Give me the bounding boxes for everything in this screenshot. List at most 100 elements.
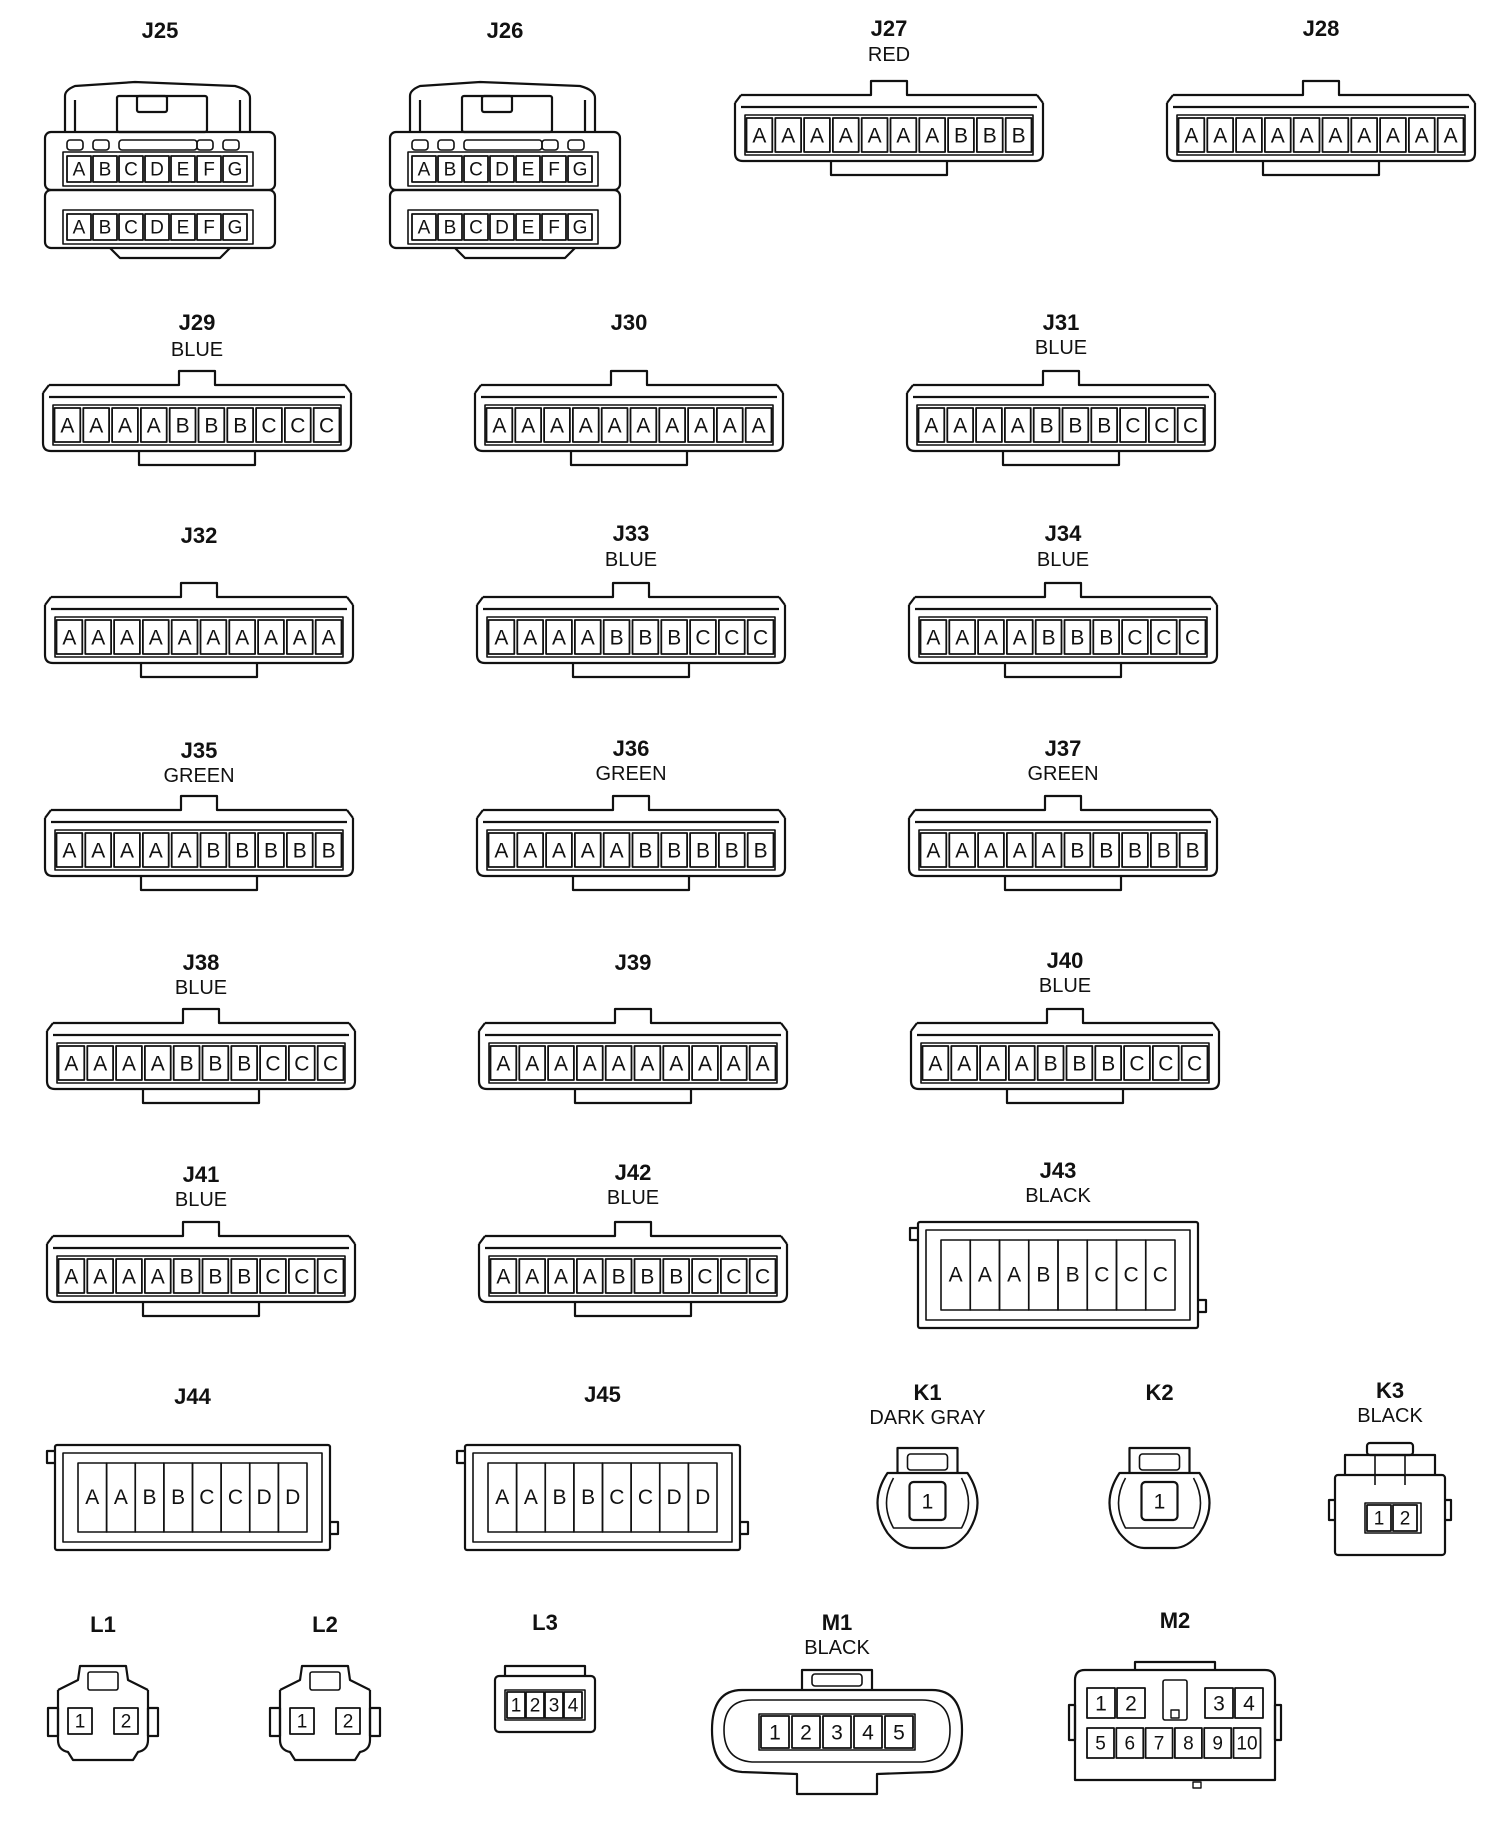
pin-label: A bbox=[926, 627, 940, 650]
connector-label: J28 bbox=[1303, 16, 1340, 41]
pin-cavity bbox=[1034, 619, 1063, 655]
pin-label: 1 bbox=[922, 1491, 934, 1514]
pin-cavity bbox=[600, 407, 629, 443]
pin-cavity bbox=[143, 1258, 172, 1294]
connector-color: BLACK bbox=[1025, 1185, 1091, 1207]
pin-label: C bbox=[469, 160, 483, 181]
pin-label: B bbox=[1101, 1053, 1115, 1076]
pin-cavity bbox=[746, 619, 775, 655]
pin-cavity bbox=[82, 407, 111, 443]
pin-label: D bbox=[150, 160, 164, 181]
pin-label: B bbox=[237, 1053, 251, 1076]
pin-label: C bbox=[1185, 627, 1200, 650]
pin-cavity bbox=[144, 155, 170, 183]
pin-cavity bbox=[487, 619, 516, 655]
pin-cavity bbox=[516, 832, 544, 868]
pin-label: D bbox=[495, 218, 509, 239]
pin-label: 4 bbox=[568, 1696, 579, 1717]
pin-label: A bbox=[552, 840, 566, 863]
bottom-key bbox=[829, 161, 949, 177]
pin-cavity bbox=[1121, 832, 1149, 868]
pin-cavity bbox=[230, 1258, 259, 1294]
pin-label: B bbox=[1157, 840, 1171, 863]
pin-label: A bbox=[694, 415, 708, 438]
housing-outline bbox=[278, 1690, 372, 1762]
pin-label: B bbox=[696, 840, 710, 863]
pin-cavity bbox=[803, 117, 831, 153]
pin-frame bbox=[407, 209, 599, 245]
bottom-key bbox=[569, 451, 689, 467]
pin-label: B bbox=[1042, 627, 1056, 650]
pin-cavity bbox=[975, 407, 1003, 443]
pin-cavity bbox=[1032, 407, 1061, 443]
round-housing bbox=[876, 1471, 979, 1550]
pin-label: A bbox=[1213, 125, 1227, 148]
pin-label: B bbox=[180, 1266, 194, 1289]
pin-label: A bbox=[1242, 125, 1256, 148]
connector-label: J43 bbox=[1040, 1158, 1077, 1183]
pin-cavity bbox=[515, 213, 541, 241]
pin-label: C bbox=[199, 1486, 214, 1509]
pin-label: 1 bbox=[1154, 1491, 1166, 1514]
key-slot bbox=[196, 139, 214, 151]
pin-frame bbox=[918, 829, 1208, 871]
pin-label: C bbox=[294, 1266, 309, 1289]
pin-label: A bbox=[583, 1266, 597, 1289]
connector-color: BLACK bbox=[804, 1637, 870, 1659]
pin-label: B bbox=[171, 1486, 185, 1509]
pin-label: 2 bbox=[121, 1712, 132, 1733]
pin-label: A bbox=[1386, 125, 1400, 148]
lock-tab bbox=[906, 1453, 949, 1471]
terminal-cavity bbox=[908, 1480, 947, 1522]
pin-cavity bbox=[257, 619, 285, 655]
pin-label: B bbox=[1066, 1264, 1080, 1287]
pin-label: A bbox=[581, 840, 595, 863]
pin-label: A bbox=[1042, 840, 1056, 863]
pin-cavity bbox=[113, 619, 141, 655]
pin-label: 9 bbox=[1212, 1734, 1223, 1755]
pin-label: A bbox=[1300, 125, 1314, 148]
pin-label: C bbox=[265, 1266, 280, 1289]
pin-frame bbox=[504, 1689, 586, 1721]
side-latch bbox=[908, 1226, 918, 1242]
pin-label: A bbox=[727, 1053, 741, 1076]
pin-label: A bbox=[579, 415, 593, 438]
pin-cavity bbox=[168, 407, 197, 443]
pin-cavity bbox=[1177, 117, 1206, 153]
housing-outline bbox=[45, 1031, 357, 1091]
locking-tab bbox=[53, 1007, 349, 1025]
pin-cavity bbox=[660, 832, 688, 868]
pin-label: A bbox=[1013, 840, 1027, 863]
inner-frame bbox=[62, 1452, 323, 1543]
top-hood bbox=[408, 80, 597, 132]
pin-cavity bbox=[1150, 832, 1178, 868]
pin-cavity bbox=[57, 1045, 86, 1081]
side-latch bbox=[146, 1706, 160, 1738]
pin-label: A bbox=[73, 160, 86, 181]
connector-label: J44 bbox=[174, 1384, 211, 1409]
pin-label: A bbox=[781, 125, 795, 148]
pin-cavity bbox=[574, 832, 602, 868]
pin-cavity bbox=[977, 619, 1005, 655]
pin-label: C bbox=[1125, 415, 1140, 438]
pin-cavity bbox=[716, 407, 744, 443]
lock-tab bbox=[309, 1671, 341, 1691]
pin-label: 1 bbox=[511, 1696, 522, 1717]
pin-frame bbox=[62, 151, 254, 187]
pin-cavity bbox=[84, 619, 113, 655]
pin-cavity bbox=[1116, 1687, 1146, 1719]
pin-label: A bbox=[986, 1053, 1000, 1076]
pin-label: A bbox=[810, 125, 824, 148]
pin-label: B bbox=[1186, 840, 1200, 863]
pin-label: A bbox=[581, 627, 595, 650]
pin-cavity bbox=[518, 1045, 546, 1081]
top-rail bbox=[1133, 1660, 1217, 1670]
pin-cavity bbox=[53, 407, 82, 443]
pin-label: A bbox=[1415, 125, 1429, 148]
pin-cavity bbox=[718, 832, 746, 868]
pin-label: B bbox=[754, 840, 768, 863]
connector-label: J35 bbox=[181, 738, 218, 763]
